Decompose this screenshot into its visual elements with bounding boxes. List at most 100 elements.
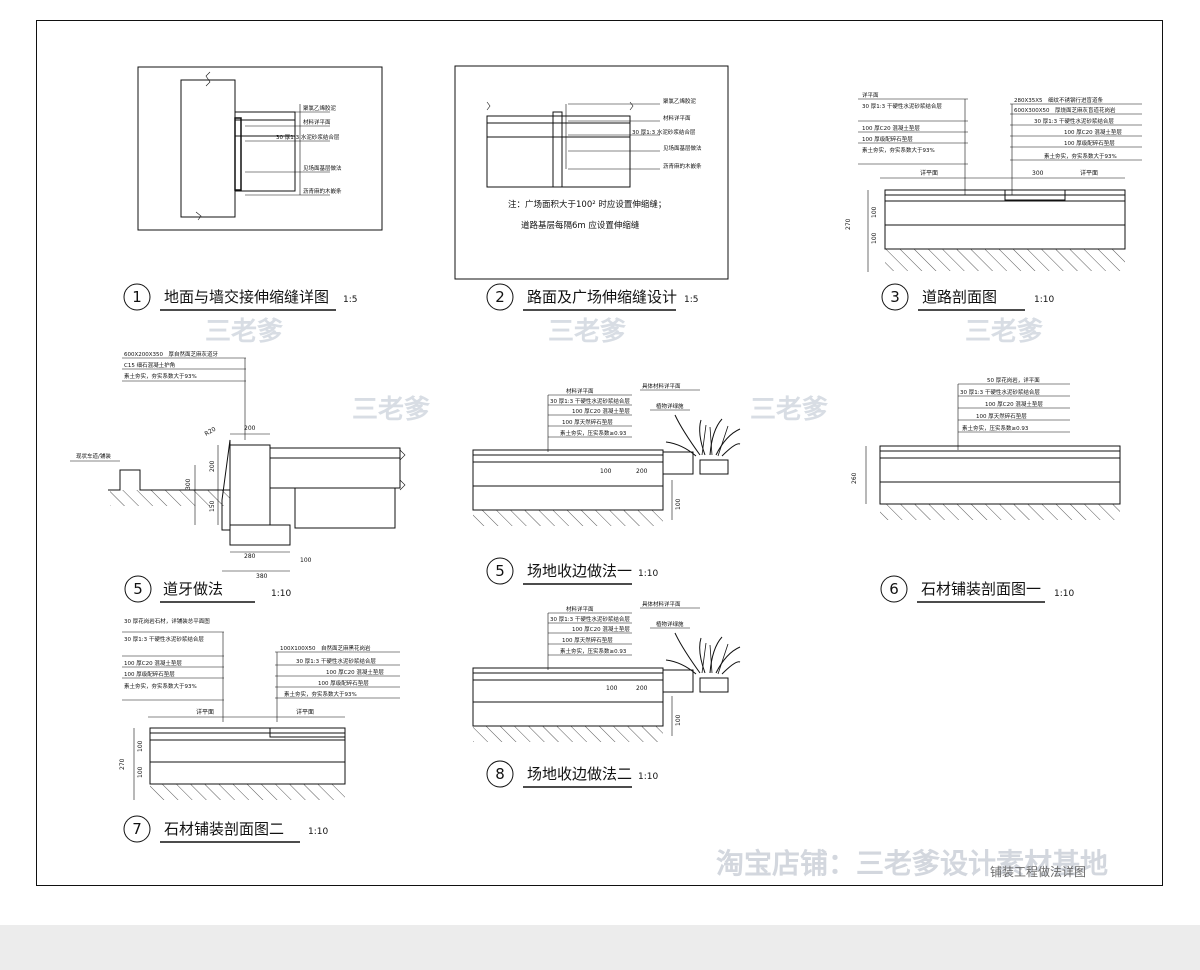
dim-2: 详平面 [296,708,314,716]
detail-4: 600X200X350 厚自然面芝麻灰道牙 C15 细石混凝土护角 素土夯实，夯… [70,350,406,580]
title-8: 8 场地收边做法二 1:10 [486,760,658,788]
note-1: 聚氯乙烯胶泥 [663,97,697,105]
note-r2: 600X300X50 厚烧面芝麻灰盲道花岗岩 [1014,106,1116,114]
note-r4: 100 厚C20 混凝土垫层 [1064,128,1122,136]
title-8-scale: 1:10 [638,772,658,782]
dim-b1: 280 [244,553,256,560]
callout-lines [957,383,1070,450]
title-3-number: 3 [890,288,900,306]
concrete-base [234,135,296,192]
note-l3: 100 厚C20 混凝土垫层 [124,659,182,667]
title-7: 7 石材铺装剖面图二 1:10 [123,815,328,843]
note-5: 沥青麻的木嵌条 [663,162,702,170]
title-4-scale: 1:10 [271,589,291,599]
title-1-text: 地面与墙交接伸缩缝详图 [164,288,329,306]
detail-1: 聚氯乙烯胶泥 材料详平面 30 厚1:3 水泥砂浆结合层 见场面基层做法 沥青麻… [137,66,383,231]
paving-layer [234,111,296,121]
dim-3: 270 [119,758,126,770]
note-1: 600X200X350 厚自然面芝麻灰道牙 [124,350,219,358]
dim-2: 300 [1032,170,1044,177]
title-4-text: 道牙做法 [163,580,223,598]
dim-4: 100 [137,740,144,752]
note-l3: 100 厚C20 混凝土垫层 [862,124,920,132]
detail-drawing-canvas: 聚氯乙烯胶泥 材料详平面 30 厚1:3 水泥砂浆结合层 见场面基层做法 沥青麻… [70,65,1142,880]
note-5: 素土夯实，压实系数≥0.93 [560,429,627,437]
note-2: 材料详平面 [663,114,691,122]
title-5-scale: 1:10 [638,569,658,579]
title-6-number: 6 [889,580,899,598]
note-r2: 30 厚1:3 干硬性水泥砂浆结合层 [296,657,376,665]
title-2-text: 路面及广场伸缩缝设计 [527,288,677,306]
callout-lines [122,631,400,722]
callout-lines [858,98,1142,195]
remark-1: 注：广场面积大于100² 时应设置伸缩缝； [508,199,666,210]
detail-5: 材料详平面 30 厚1:3 干硬性水泥砂浆结合层 100 厚C20 混凝土垫层 … [472,382,741,526]
note-r1: 100X100X50 自然面芝麻黑花岗岩 [280,644,371,652]
note-r6: 素土夯实，夯实系数大于93% [1044,152,1117,160]
note-l4: 100 厚级配碎石垫层 [862,135,913,143]
note-3: 30 厚1:3 水泥砂浆结合层 [632,128,696,136]
note-3: 100 厚C20 混凝土垫层 [572,625,630,633]
note-2: 30 厚1:3 干硬性水泥砂浆结合层 [960,388,1040,396]
dim-3: 详平面 [1080,169,1098,177]
note-r5: 素土夯实，夯实系数大于93% [284,690,357,698]
note-l1: 详平面 [862,91,879,99]
note-2: 30 厚1:3 干硬性水泥砂浆结合层 [550,615,630,623]
dim-r20: R20 [204,426,218,438]
title-2-scale: 1:5 [684,295,698,305]
note-r1: 具体材料详平面 [642,600,681,608]
dim-b3: 100 [300,557,312,564]
dim-3: 100 [675,498,682,510]
wall-section [180,79,236,218]
note-l5: 素土夯实，夯实系数大于93% [862,146,935,154]
note-r1: 具体材料详平面 [642,382,681,390]
dim-1: 详平面 [920,169,938,177]
note-1: 50 厚花岗岩，详平面 [987,376,1040,384]
sheet-title-stamp: 铺装工程做法详图 [990,864,1086,879]
note-3: 100 厚C20 混凝土垫层 [985,400,1043,408]
callout-lines [245,104,330,196]
watermark-2: 三老爹 [548,317,626,347]
note-1: 聚氯乙烯胶泥 [303,104,337,112]
dim-h3: 150 [209,500,216,512]
grass-icon [665,414,741,457]
dim-h2: 300 [185,478,192,490]
detail-6: 50 厚花岗岩，详平面 30 厚1:3 干硬性水泥砂浆结合层 100 厚C20 … [851,376,1121,520]
callout-lines [547,389,700,452]
title-7-number: 7 [132,820,142,838]
title-6: 6 石材铺装剖面图一 1:10 [880,575,1074,603]
callout-lines [565,103,660,170]
title-1-number: 1 [132,288,142,306]
note-l2: 30 厚1:3 干硬性水泥砂浆结合层 [862,102,942,110]
title-3: 3 道路剖面图 1:10 [881,283,1054,311]
note-r4: 100 厚级配碎石垫层 [318,679,369,687]
title-7-scale: 1:10 [308,827,328,837]
remark-2: 道路基层每隔6m 应设置伸缩缝 [521,220,640,231]
title-1: 1 地面与墙交接伸缩缝详图 1:5 [123,283,357,311]
expansion-joint [552,111,563,188]
note-4: 见场面基层做法 [303,164,342,172]
dim-1: 100 [600,468,612,475]
note-3: 30 厚1:3 水泥砂浆结合层 [276,133,340,141]
dim-1: 100 [606,685,618,692]
note-r1: 280X35X5 细纹不锈钢行进盲道条 [1014,96,1104,104]
note-l1: 30 厚花岗岩石材，详铺装总平面图 [124,617,210,625]
note-4: 见场面基层做法 [663,144,702,152]
note-2: C15 细石混凝土护角 [124,361,175,369]
dim-4: 270 [845,218,852,230]
note-2: 材料详平面 [303,118,331,126]
dim-h1: 200 [209,460,216,472]
note-1: 材料详平面 [566,387,594,395]
shop-watermark: 淘宝店铺：三老爹设计素材基地 [716,847,1108,880]
detail-7: 30 厚花岗岩石材，详铺装总平面图 30 厚1:3 干硬性水泥砂浆结合层 100… [119,617,400,800]
title-4: 5 道牙做法 1:10 [124,575,291,603]
note-r5: 100 厚级配碎石垫层 [1064,139,1115,147]
dim-5: 100 [137,766,144,778]
note-l4: 100 厚级配碎石垫层 [124,670,175,678]
dim-1: 260 [851,472,858,484]
detail-titles: 1 地面与墙交接伸缩缝详图 1:5 2 路面及广场伸缩缝设计 1:5 3 道路剖… [123,283,1074,843]
note-l5: 素土夯实，夯实系数大于93% [124,682,197,690]
note-5: 素土夯实，压实系数≥0.93 [560,647,627,655]
note-3: 素土夯实，夯实系数大于93% [124,372,197,380]
detail-3: 详平面 30 厚1:3 干硬性水泥砂浆结合层 100 厚C20 混凝土垫层 10… [845,91,1142,272]
